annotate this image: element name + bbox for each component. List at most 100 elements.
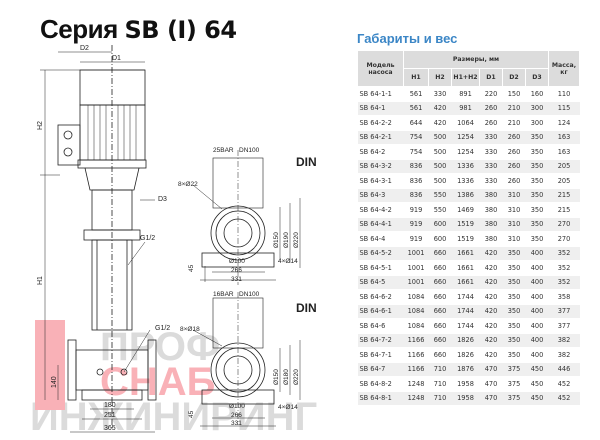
pump-outline (57, 45, 157, 430)
cell-value: 350 (525, 173, 549, 189)
cell-value: 420 (479, 304, 503, 319)
cell-value: 420 (479, 260, 503, 276)
flange2-holes: 4×Ø14 (278, 404, 298, 411)
cell-value: 400 (525, 333, 549, 348)
cell-value: 350 (502, 333, 526, 348)
cell-value: 660 (428, 304, 452, 319)
cell-value: 1661 (451, 260, 480, 276)
cell-value: 1064 (451, 115, 480, 131)
cell-value: 452 (548, 391, 580, 406)
dim-251: 251 (104, 412, 116, 419)
cell-value: 260 (502, 159, 526, 174)
cell-value: 754 (403, 130, 429, 145)
cell-value: 1254 (451, 130, 480, 145)
cell-value: 600 (428, 217, 452, 232)
cell-value: 710 (428, 362, 452, 377)
cell-value: 350 (525, 202, 549, 218)
header-mass: Масса, кг (548, 50, 580, 87)
flange1-bolts: 8×Ø22 (178, 181, 198, 188)
flange1-331: 331 (231, 276, 242, 283)
flange1-d190: Ø190 (283, 232, 290, 248)
cell-value: 470 (479, 391, 503, 406)
cell-value: 382 (548, 347, 580, 363)
cell-value: 644 (403, 115, 429, 131)
cell-value: 420 (479, 246, 503, 261)
cell-model: SB 64-1 (357, 101, 404, 116)
cell-value: 358 (548, 289, 580, 305)
cell-value: 300 (525, 115, 549, 131)
header-d1: D1 (479, 68, 503, 87)
flange1-45: 45 (188, 264, 195, 272)
cell-model: SB 64-2-1 (357, 130, 404, 145)
cell-value: 1248 (403, 391, 429, 406)
cell-value: 330 (479, 173, 503, 189)
flange1-dn: DN100 (239, 147, 260, 154)
cell-value: 1254 (451, 144, 480, 160)
cell-value: 660 (428, 246, 452, 261)
cell-model: SB 64-8-1 (357, 391, 404, 406)
cell-value: 352 (548, 260, 580, 276)
cell-model: SB 64-3-1 (357, 173, 404, 189)
flange2-266: 266 (231, 412, 242, 419)
cell-value: 400 (525, 246, 549, 261)
cell-model: SB 64-4 (357, 231, 404, 247)
cell-value: 1958 (451, 376, 480, 392)
cell-value: 660 (428, 347, 452, 363)
cell-value: 420 (479, 333, 503, 348)
cell-value: 500 (428, 159, 452, 174)
dim-d2: D2 (80, 45, 89, 52)
cell-value: 452 (548, 376, 580, 392)
cell-model: SB 64-7-1 (357, 347, 404, 363)
flange2-bolts: 8×Ø18 (180, 326, 200, 333)
cell-value: 110 (548, 86, 580, 102)
cell-value: 1166 (403, 362, 429, 377)
cell-value: 163 (548, 144, 580, 160)
cell-value: 375 (502, 362, 526, 377)
cell-model: SB 64-6-2 (357, 289, 404, 305)
cell-value: 215 (548, 202, 580, 218)
cell-value: 919 (403, 202, 429, 218)
cell-value: 380 (479, 231, 503, 247)
cell-value: 375 (502, 391, 526, 406)
flange2-std: DIN (296, 301, 317, 315)
cell-value: 400 (525, 275, 549, 290)
cell-value: 350 (502, 275, 526, 290)
cell-value: 710 (428, 376, 452, 392)
cell-value: 1166 (403, 347, 429, 363)
cell-value: 660 (428, 275, 452, 290)
cell-value: 210 (502, 101, 526, 116)
cell-value: 550 (428, 202, 452, 218)
cell-value: 891 (451, 86, 480, 102)
dim-g1-top: G1/2 (140, 235, 155, 242)
flange1-d100: Ø100 (229, 258, 245, 265)
cell-value: 377 (548, 304, 580, 319)
cell-value: 1001 (403, 275, 429, 290)
cell-value: 1876 (451, 362, 480, 377)
cell-value: 330 (479, 159, 503, 174)
cell-value: 660 (428, 318, 452, 334)
cell-value: 1248 (403, 376, 429, 392)
watermark-text-2: СНАБ (100, 360, 215, 404)
cell-value: 420 (479, 275, 503, 290)
flange2-331: 331 (231, 420, 242, 427)
dim-h2: H2 (37, 121, 44, 130)
cell-value: 260 (479, 101, 503, 116)
cell-value: 1826 (451, 333, 480, 348)
cell-value: 350 (502, 260, 526, 276)
cell-value: 450 (525, 391, 549, 406)
cell-model: SB 64-4-2 (357, 202, 404, 218)
cell-model: SB 64-3 (357, 188, 404, 203)
flange2-d220: Ø220 (293, 369, 300, 385)
cell-value: 420 (479, 347, 503, 363)
cell-model: SB 64-7-2 (357, 333, 404, 348)
cell-value: 561 (403, 101, 429, 116)
